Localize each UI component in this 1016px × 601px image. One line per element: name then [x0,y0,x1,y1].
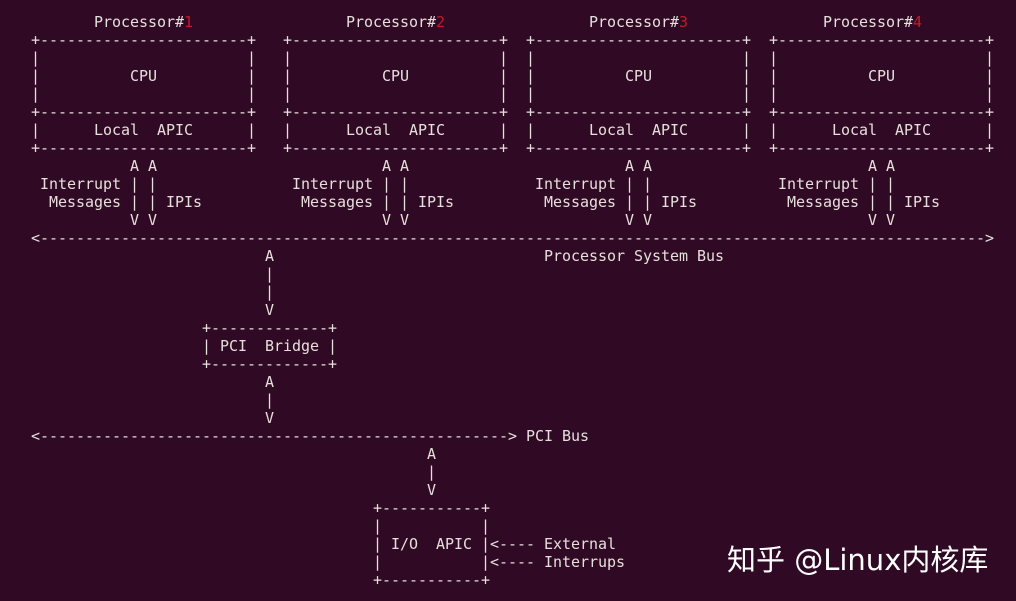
watermark: 知乎 @Linux内核库 [727,543,989,577]
